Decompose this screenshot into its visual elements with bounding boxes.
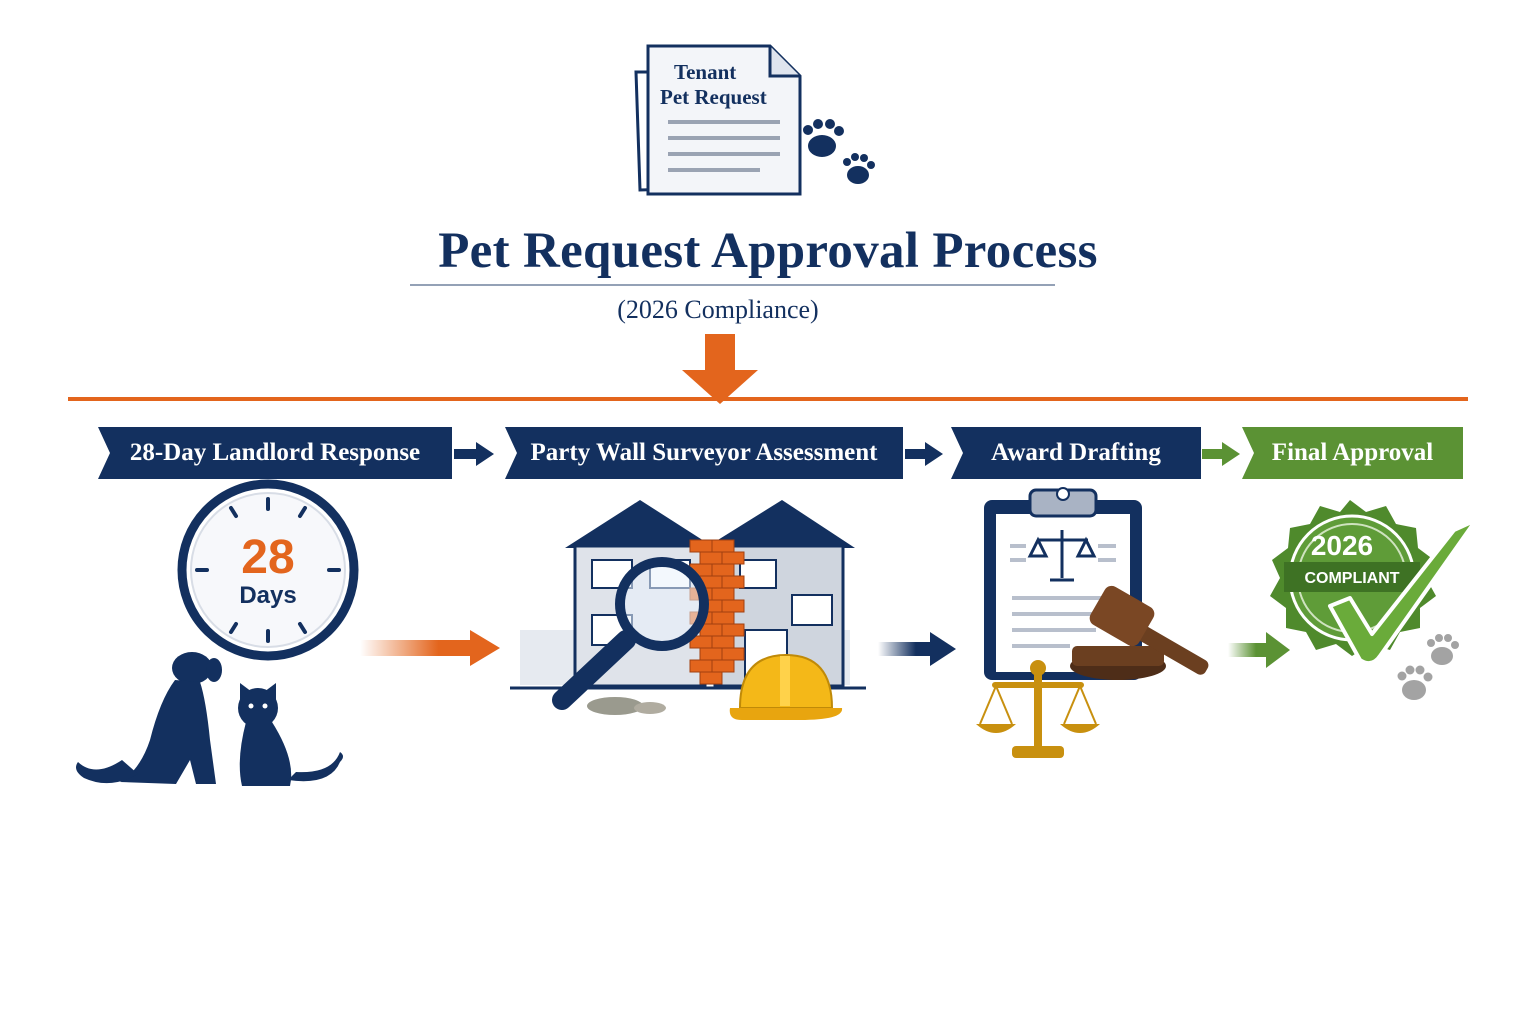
page-title: Pet Request Approval Process — [438, 223, 1098, 279]
hard-hat-icon — [729, 653, 843, 720]
clock-icon — [177, 479, 359, 661]
dog-silhouette-icon — [76, 652, 222, 784]
step-banner-final-approval: Final Approval — [1242, 427, 1463, 479]
magnifying-glass-icon — [552, 557, 709, 710]
step-arrow-icon — [905, 442, 943, 466]
seal-year: 2026 — [1311, 530, 1373, 561]
step-arrow-icon — [1202, 442, 1240, 466]
paw-print-icon — [1397, 634, 1459, 700]
document-label-line1: Tenant — [674, 60, 737, 84]
document-icon — [634, 44, 802, 196]
step-banner-landlord-response: 28-Day Landlord Response — [98, 427, 452, 479]
flow-arrow-icon — [878, 632, 956, 666]
checkmark-icon — [1328, 518, 1478, 666]
flow-arrow-icon — [360, 630, 500, 666]
document-label: Tenant Pet Request — [660, 60, 800, 110]
paw-print-icon — [803, 119, 875, 184]
scales-icon — [976, 660, 1100, 758]
clock-unit: Days — [239, 582, 296, 609]
flow-arrow-icon — [1228, 632, 1290, 668]
cat-silhouette-icon — [238, 683, 343, 786]
compliance-seal-icon — [1270, 500, 1436, 656]
down-arrow-icon — [682, 334, 758, 404]
document-label-line2: Pet Request — [660, 85, 767, 109]
page-subtitle: (2026 Compliance) — [617, 295, 819, 324]
step-banner-award-drafting: Award Drafting — [951, 427, 1201, 479]
seal-text: COMPLIANT — [1304, 570, 1399, 587]
clock-number: 28 — [241, 531, 294, 584]
gavel-icon — [1070, 585, 1209, 680]
step-arrow-icon — [454, 442, 494, 466]
step-banner-surveyor-assessment: Party Wall Surveyor Assessment — [505, 427, 903, 479]
